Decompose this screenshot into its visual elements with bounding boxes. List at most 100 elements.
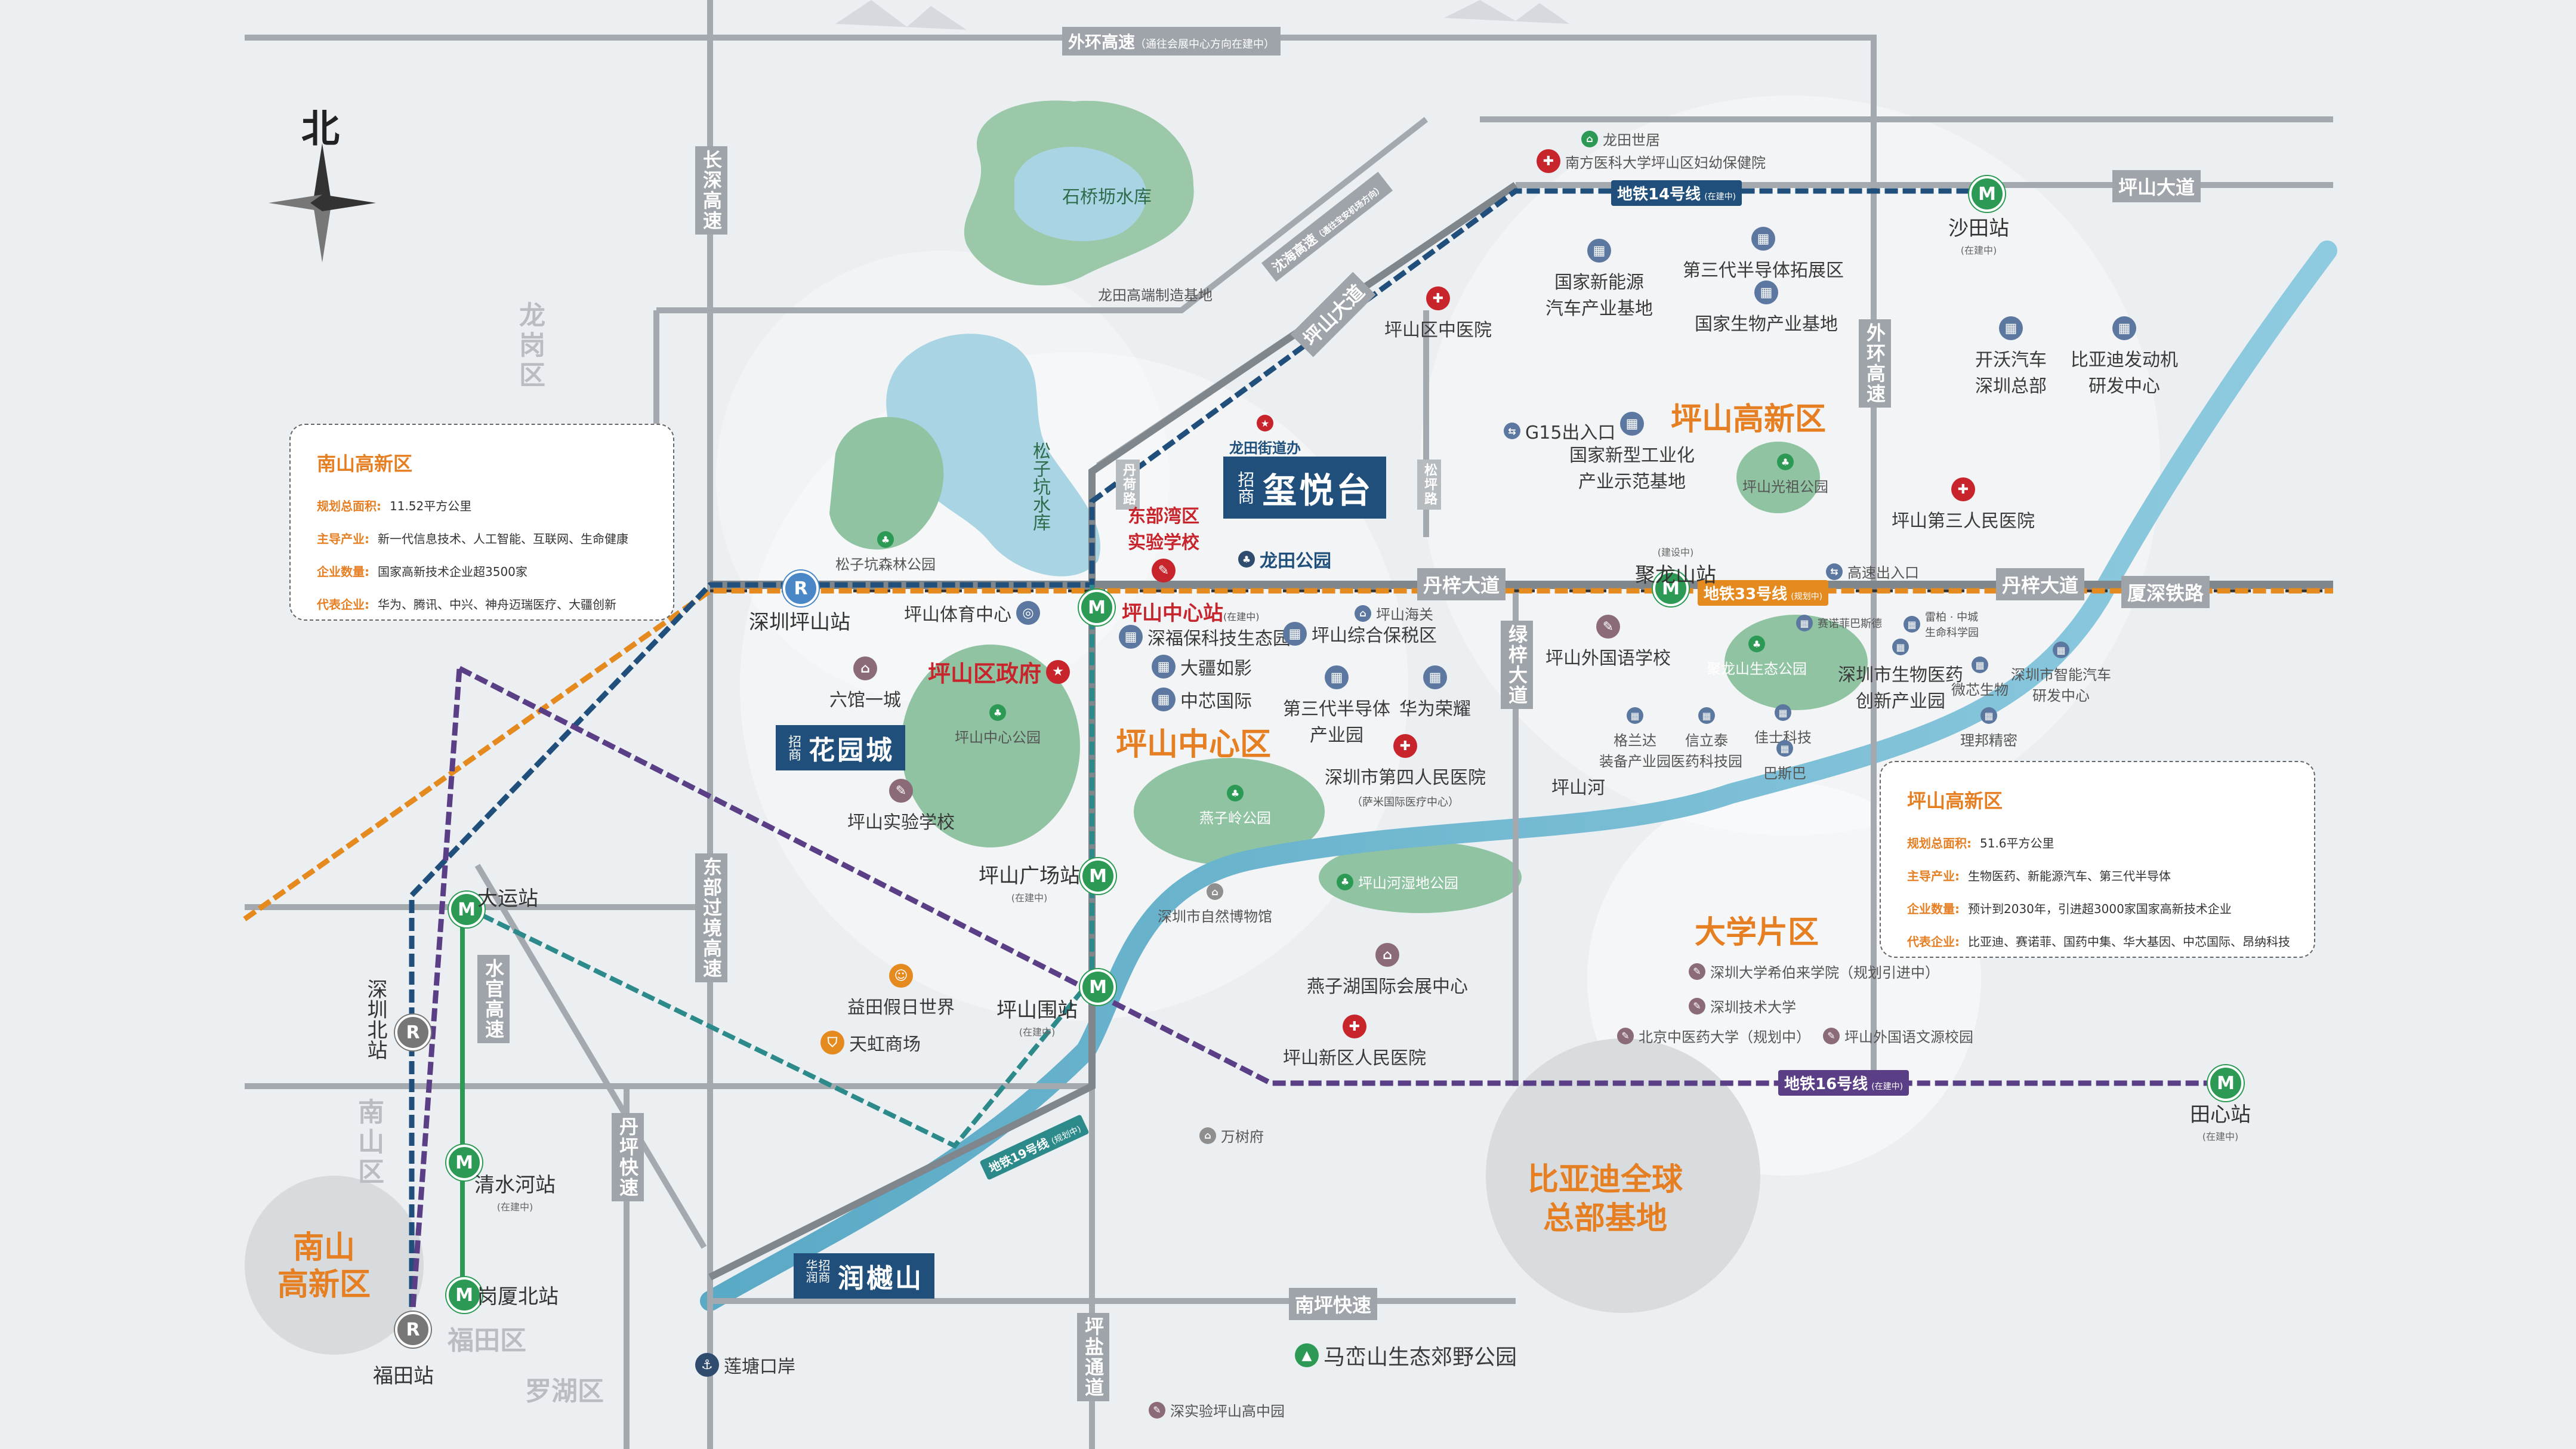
poi-babi[interactable]: ▦巴斯巴 (1763, 740, 1806, 782)
zone-circle-nanshan (245, 1176, 424, 1355)
poi-semi3-park[interactable]: ▦第三代半导体 产业园 (1283, 665, 1390, 747)
poi-comp-bonded[interactable]: ▦坪山综合保税区 (1283, 621, 1437, 647)
poi-sz-high[interactable]: ✎深实验坪山高中园 (1149, 1399, 1285, 1420)
poi-liuguan[interactable]: ⌂六馆一城 (829, 656, 901, 711)
poi-bucm[interactable]: ✎北京中医药大学（规划中） (1617, 1025, 1810, 1046)
poi-sports-center[interactable]: 坪山体育中心◎ (904, 600, 1040, 626)
road-label-danping: 丹坪快速 (612, 1113, 644, 1201)
road-label-pingyan: 坪盐通道 (1077, 1313, 1109, 1401)
poi-new-energy[interactable]: ▦国家新能源 汽车产业基地 (1545, 239, 1653, 320)
poi-sztu[interactable]: ✎深圳技术大学 (1689, 995, 1796, 1016)
metro-station-shatian-icon[interactable]: M (1969, 176, 2005, 212)
shopping-icon: ⛉ (820, 1031, 844, 1055)
metro-station-gangxia-north-icon[interactable]: M (446, 1277, 482, 1313)
compass-north-label: 北 (301, 107, 340, 152)
metro-station-julongshan-icon[interactable]: M (1653, 571, 1689, 606)
poi-poly-eco[interactable]: ▦深福保科技生态园 (1119, 624, 1291, 650)
poi-tcm-hospital[interactable]: ✚坪山区中医院 (1384, 286, 1492, 341)
poi-longtian-manuf[interactable]: 龙田高端制造基地 (1098, 287, 1213, 304)
school-icon: ✎ (1689, 997, 1705, 1015)
poi-third-hospital[interactable]: ✚坪山第三人民医院 (1892, 477, 2035, 532)
poi-yitian[interactable]: ☺益田假日世界 (847, 964, 955, 1019)
zone-label-nanshan-hightech: 南山 高新区 (277, 1230, 371, 1303)
poi-longtian-park[interactable]: ♣龙田公园 (1238, 546, 1331, 572)
project-huayuancheng[interactable]: 招商 花园城 (776, 725, 906, 770)
project-xiyuetai[interactable]: 招商 玺悦台 (1223, 457, 1387, 519)
poi-g15-exit[interactable]: ⇆G15出入口 (1504, 418, 1615, 444)
poi-julongshan-park[interactable]: ♣聚龙山生态公园 (1707, 636, 1807, 678)
poi-wetland[interactable]: ♣坪山河湿地公园 (1337, 871, 1458, 892)
poi-dajiang[interactable]: ▦大疆如影 (1152, 653, 1252, 680)
poi-hit[interactable]: ✎深圳大学希伯来学院（规划引进中） (1689, 961, 1939, 982)
poi-pingshan-river[interactable]: 坪山河 (1551, 778, 1605, 799)
metro-station-pingshan-center-icon[interactable]: M (1079, 590, 1115, 625)
road-label-danzi-left: 丹梓大道 (1417, 568, 1506, 600)
poi-liantang-port[interactable]: ⚓莲塘口岸 (695, 1352, 795, 1378)
poi-xinlitai[interactable]: ▦信立泰 医药科技园 (1671, 707, 1742, 770)
poi-zhongxin[interactable]: ▦中芯国际 (1152, 686, 1252, 713)
poi-kaiwo[interactable]: ▦开沃汽车 深圳总部 (1975, 316, 2047, 397)
station-dayun-label: 大运站 (477, 887, 538, 911)
poi-sanofi[interactable]: ▦赛诺菲巴斯德 (1796, 615, 1882, 631)
poi-wanshu[interactable]: ⌂万树府 (1199, 1125, 1264, 1146)
poi-shiyan-school[interactable]: ✎坪山实验学校 (847, 779, 955, 834)
rail-station-futian-icon[interactable]: R (395, 1312, 431, 1348)
poi-tianhong[interactable]: ⛉天虹商场 (820, 1029, 921, 1056)
poi-gelanda[interactable]: ▦格兰达 装备产业园 (1599, 707, 1671, 770)
metro-station-dayun-icon[interactable]: M (449, 892, 485, 927)
poi-weixin[interactable]: ▦微芯生物 (1951, 656, 2009, 699)
metro-station-pingshan-wei-icon[interactable]: M (1080, 969, 1116, 1005)
stadium-icon: ◎ (1016, 601, 1040, 625)
metro-station-tianxin-icon[interactable]: M (2208, 1065, 2244, 1101)
project-runlanshan[interactable]: 招商华润 润樾山 (794, 1253, 934, 1299)
landmark-icon: ⌂ (1581, 130, 1598, 147)
poi-customs[interactable]: ⌂坪山海关 (1355, 603, 1433, 624)
poi-bfsu[interactable]: ✎坪山外国语文源校园 (1823, 1025, 1973, 1046)
poi-longtian-world[interactable]: ⌂龙田世居 (1581, 128, 1660, 149)
poi-bio-base[interactable]: ▦国家生物产业基地 (1695, 280, 1838, 335)
info-nanshan-enterprises: 企业数量:国家高新技术企业超3500家 (317, 565, 527, 579)
poi-yanzihu[interactable]: ⌂燕子湖国际会展中心 (1307, 943, 1468, 998)
park-icon: ♣ (1227, 785, 1244, 801)
poi-huawei[interactable]: ▦华为荣耀 (1399, 665, 1471, 720)
building-icon: ▦ (1423, 665, 1447, 689)
road-label-lvzi: 绿梓大道 (1501, 621, 1533, 709)
poi-foreign-school[interactable]: ✎坪山外国语学校 (1545, 615, 1671, 670)
poi-fourth-hospital[interactable]: ✚深圳市第四人民医院（萨米国际医疗中心） (1325, 734, 1486, 809)
poi-semi3-expand[interactable]: ▦第三代半导体拓展区 (1683, 227, 1844, 282)
hospital-icon: ✚ (1537, 149, 1560, 173)
poi-mashan-park[interactable]: ▲马峦山生态郊野公园 (1295, 1340, 1517, 1371)
info-nanshan-industry: 主导产业:新一代信息技术、人工智能、互联网、生命健康 (317, 532, 628, 546)
poi-dongbuwan-school[interactable]: 东部湾区 实验学校✎ (1128, 501, 1199, 582)
poi-guangzu-park[interactable]: ♣坪山光祖公园 (1742, 454, 1828, 496)
poi-new-hospital[interactable]: ✚坪山新区人民医院 (1283, 1015, 1426, 1069)
road-label-waihuan-right: 外环高速 (1859, 319, 1891, 408)
project-huayuancheng-tag: 招商 (786, 735, 801, 761)
poi-yanziling[interactable]: ♣燕子岭公园 (1199, 785, 1271, 827)
poi-government[interactable]: 坪山区政府★ (928, 655, 1070, 688)
poi-songzikeng-park[interactable]: ♣松子坑森林公园 (835, 531, 936, 574)
poi-leibai[interactable]: ▦雷柏 · 中城 生命科学园 (1904, 609, 1979, 640)
rail-station-shenzhen-north-icon[interactable]: R (395, 1015, 431, 1050)
poi-songzikeng-reservoir[interactable]: 松子坑水库 (1029, 442, 1050, 531)
poi-libang[interactable]: ▦理邦精密 (1960, 707, 2017, 750)
poi-byd-engine[interactable]: ▦比亚迪发动机 研发中心 (2071, 316, 2178, 397)
rail-station-shenzhen-pingshan-icon[interactable]: R (783, 571, 819, 606)
poi-longtian-office[interactable]: ★龙田街道办 (1229, 415, 1301, 457)
poi-smart-car[interactable]: ▦深圳市智能汽车 研发中心 (2011, 642, 2111, 705)
poi-sustech-hospital[interactable]: ✚南方医科大学坪山区妇幼保健院 (1537, 149, 1766, 173)
poi-highway-exit[interactable]: ⇆高速出入口 (1826, 561, 1919, 582)
metro-station-pingshan-plaza-icon[interactable]: M (1080, 858, 1116, 894)
poi-new-industrial[interactable]: ▦国家新型工业化 产业示范基地 (1569, 412, 1695, 493)
station-futian-label: 福田站 (373, 1364, 434, 1388)
poi-jiashi[interactable]: ▦佳士科技 (1754, 704, 1812, 747)
poi-shiqiaokeng[interactable]: 石桥坜水库 (1062, 187, 1152, 208)
building-icon: ▦ (1892, 639, 1909, 655)
poi-nature-museum[interactable]: ⌂深圳市自然博物馆 (1158, 883, 1272, 926)
poi-central-park[interactable]: ♣坪山中心公园 (955, 704, 1041, 747)
park-icon: ♣ (989, 704, 1006, 721)
building-icon: ▦ (1283, 622, 1307, 646)
poi-bio-innov[interactable]: ▦深圳市生物医药 创新产业园 (1838, 639, 1963, 713)
metro-station-qingshuihe-icon[interactable]: M (446, 1145, 482, 1180)
